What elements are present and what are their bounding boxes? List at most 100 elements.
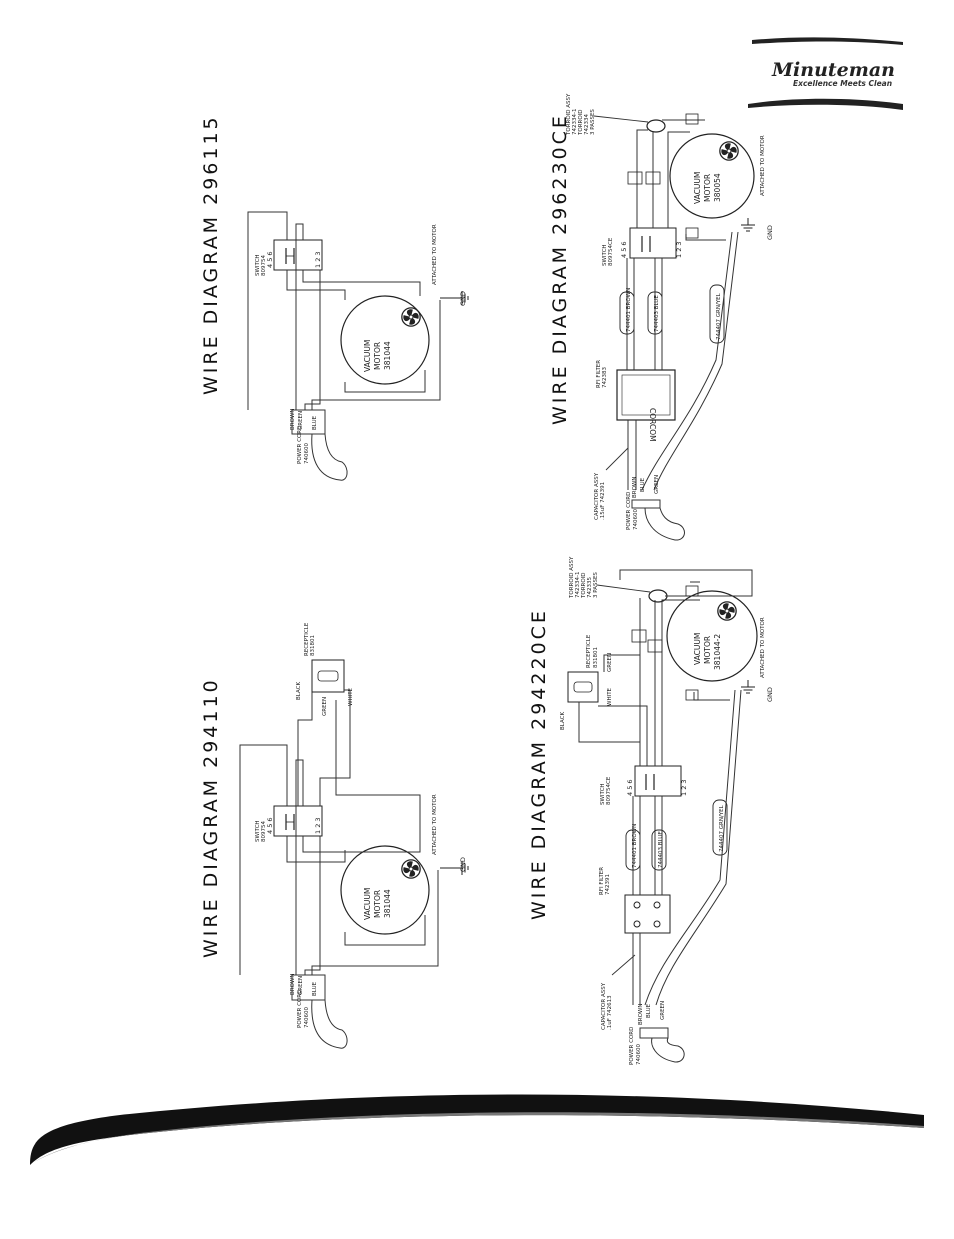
harness-blue: 744403 BLUE xyxy=(658,831,664,868)
logo-tagline: Excellence Meets Clean xyxy=(793,79,892,88)
wire-green: GREEN xyxy=(660,1001,666,1020)
wire-brown: BROWN xyxy=(638,1004,644,1025)
diagram-title: WIRE DIAGRAM 294220CE xyxy=(528,608,550,920)
fan-icon xyxy=(401,307,421,327)
harness-brown: 744401 BROWN xyxy=(632,824,638,868)
motor-part: 381044-2 xyxy=(713,634,722,670)
power-cord-label: POWER CORD xyxy=(297,990,303,1028)
diagram-title: WIRE DIAGRAM 294110 xyxy=(200,677,222,958)
harness-grn-yel: 744407 GRN/YEL xyxy=(719,804,725,852)
power-cord xyxy=(311,999,348,1049)
rfi-filter xyxy=(616,369,676,421)
switch-terminals-top: 4 5 6 xyxy=(266,817,274,834)
switch-label: SWITCH xyxy=(602,244,608,266)
toroid-label-5: 3 PASSES xyxy=(593,572,599,598)
gnd-label: GND xyxy=(459,857,467,872)
power-cord-part: 740600 xyxy=(304,1007,310,1028)
motor-label-2: MOTOR xyxy=(703,174,712,202)
toroid-label-5: 3 PASSES xyxy=(590,109,596,135)
toroid-label-2: 742334-1 xyxy=(572,109,578,135)
switch-terminals-bottom: 1 2 3 xyxy=(314,251,322,268)
motor-label-1: VACUUM xyxy=(693,633,702,665)
vacuum-motor xyxy=(340,295,430,385)
rfi-filter-part: 742391 xyxy=(605,874,611,895)
switch-part: 809754CE xyxy=(608,237,614,266)
power-cord-part: 740600 xyxy=(304,443,310,464)
diagram-296230CE: WIRE DIAGRAM 296230CE SWITCH 809754CE 4 … xyxy=(549,93,774,541)
wire-green-receptacle: GREEN xyxy=(607,653,613,672)
receptacle-part: 831801 xyxy=(310,635,316,656)
wire-black: BLACK xyxy=(560,712,566,730)
motor-label-1: VACUUM xyxy=(363,340,372,372)
switch-box xyxy=(634,765,682,797)
wire-brown: BROWN xyxy=(632,477,638,498)
motor-label-2: MOTOR xyxy=(373,342,382,370)
toroid-label-2: 742334-1 xyxy=(575,572,581,598)
harness-blue: 744403 BLUE xyxy=(654,295,660,332)
switch-terminals-top: 4 5 6 xyxy=(626,779,634,796)
toroid-label-3: TORROID xyxy=(581,572,587,599)
diagram-296115: WIRE DIAGRAM 296115 SWITCH 809754 4 5 6 … xyxy=(200,114,469,481)
motor-label-1: VACUUM xyxy=(693,172,702,204)
switch-terminals-bottom: 1 2 3 xyxy=(314,817,322,834)
capacitor-part: .15uF 742391 xyxy=(600,482,606,520)
capacitor-label: CAPACITOR ASSY xyxy=(594,472,600,520)
gnd-label: GND xyxy=(459,291,467,306)
switch-box xyxy=(273,239,323,271)
receptacle-label: RECEPTICLE xyxy=(304,622,310,656)
wire-black: BLACK xyxy=(296,682,302,700)
vacuum-motor xyxy=(666,590,758,682)
fan-icon xyxy=(401,859,421,879)
rfi-filter-label: RFI FILTER xyxy=(596,360,602,388)
rfi-filter xyxy=(624,894,671,934)
attached-to-motor: ATTACHED TO MOTOR xyxy=(432,794,438,855)
power-cord xyxy=(644,507,685,541)
wire-white: WHITE xyxy=(607,687,613,706)
switch-label: SWITCH xyxy=(255,820,261,842)
attached-to-motor: ATTACHED TO MOTOR xyxy=(760,617,766,678)
harness-grn-yel: 744407 GRN/YEL xyxy=(716,292,722,340)
fan-icon xyxy=(719,141,739,161)
switch-terminals-bottom: 1 2 3 xyxy=(675,241,683,258)
receptacle xyxy=(567,671,599,703)
toroid-label-3: TORROID xyxy=(578,109,584,136)
minuteman-logo: Minuteman Excellence Meets Clean xyxy=(748,37,903,110)
motor-part: 381044 xyxy=(383,889,392,918)
ground-icon xyxy=(740,680,756,694)
fan-icon xyxy=(717,601,737,621)
motor-label-2: MOTOR xyxy=(373,890,382,918)
logo-bottom-swoosh xyxy=(748,98,903,110)
harness-brown: 744401 BROWN xyxy=(626,288,632,332)
power-cord xyxy=(651,1037,685,1063)
gnd-label: GND xyxy=(766,225,774,240)
switch-part: 809754 xyxy=(261,255,267,276)
power-cord-part: 740600 xyxy=(636,1044,642,1065)
wire-blue: BLUE xyxy=(312,981,318,996)
attached-to-motor: ATTACHED TO MOTOR xyxy=(760,135,766,196)
toroid-label-4: 742335 xyxy=(587,577,593,598)
capacitor-part: .1uF 742613 xyxy=(607,995,613,1030)
switch-label: SWITCH xyxy=(255,254,261,276)
power-cord-label: POWER CORD xyxy=(297,426,303,464)
motor-label-1: VACUUM xyxy=(363,888,372,920)
logo-top-swoosh xyxy=(752,37,903,45)
switch-part: 809754CE xyxy=(606,776,612,805)
toroid-label-1: TORROID ASSY xyxy=(569,556,575,599)
wire-green: GREEN xyxy=(298,976,304,995)
diagram-294220CE: WIRE DIAGRAM 294220CE SWITCH 809754CE 4 … xyxy=(528,556,774,1065)
wire-blue: BLUE xyxy=(312,415,318,430)
switch-part: 809754 xyxy=(261,821,267,842)
motor-part: 381044 xyxy=(383,341,392,370)
receptacle xyxy=(311,659,345,693)
rfi-filter-label: RFI FILTER xyxy=(599,867,605,895)
wire-brown: BROWN xyxy=(290,974,296,995)
capacitor-label: CAPACITOR ASSY xyxy=(601,982,607,1030)
power-cord-label: POWER CORD xyxy=(626,492,632,530)
logo-name: Minuteman xyxy=(771,59,895,81)
motor-part: 380054 xyxy=(713,173,722,202)
footer-swoosh xyxy=(30,1094,924,1165)
vacuum-motor xyxy=(669,133,755,219)
switch-terminals-bottom: 1 2 3 xyxy=(680,779,688,796)
